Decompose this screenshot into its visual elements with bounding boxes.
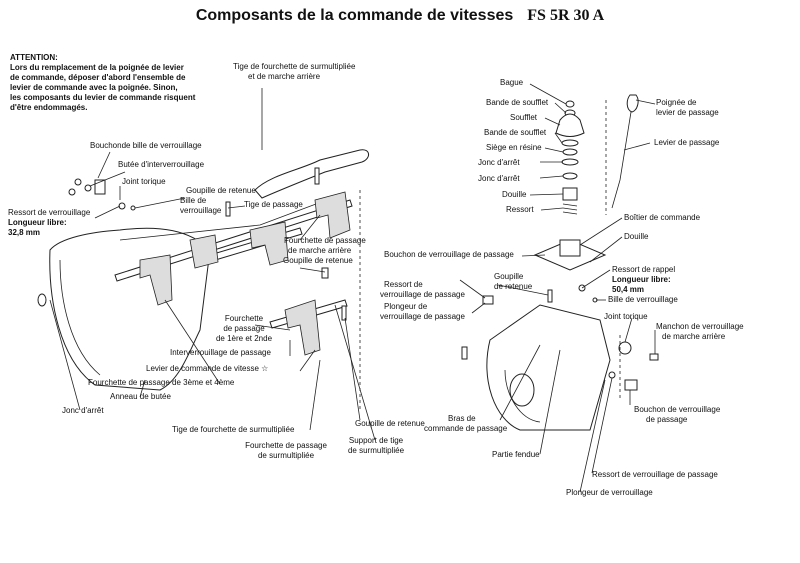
label-bouchon-verrouillage-passage: Bouchon de verrouillage de passage — [384, 250, 514, 259]
label-fourchette-1ere-2: de passage — [223, 324, 265, 333]
label-ressort-verrouillage: Ressort de verrouillage — [8, 208, 91, 217]
label-butee-interverrouillage: Butée d'interverrouillage — [118, 160, 205, 169]
label-ressort: Ressort — [506, 205, 534, 214]
label-tige-fourchette-surmultipliee: Tige de fourchette de surmultipliée — [172, 425, 295, 434]
label-joint-torique-right: Joint torique — [604, 312, 648, 321]
label-goupille-right-2: de retenue — [494, 282, 533, 291]
label-plongeur-2: verrouillage de passage — [380, 312, 465, 321]
label-fourchette-surmultipliee: Fourchette de passage — [245, 441, 327, 450]
right-transmission-case — [461, 284, 659, 431]
attention-note: ATTENTION: Lors du remplacement de la po… — [10, 53, 240, 113]
attention-line: de commande, déposer d'abord l'ensemble … — [10, 73, 186, 82]
label-bouchon-verrouillage-2: de passage — [646, 415, 688, 424]
label-levier-passage: Levier de passage — [654, 138, 720, 147]
label-tige-surmultipliee: Tige de fourchette de surmultipliée — [233, 62, 356, 71]
right-lever-assembly — [533, 94, 639, 271]
label-bande-soufflet-2: Bande de soufflet — [484, 128, 547, 137]
label-fourchette-marche-arriere: Fourchette de passage — [284, 236, 366, 245]
label-bouchon-bille: Bouchonde bille de verrouillage — [90, 141, 202, 150]
label-bille-verrouillage-2: verrouillage — [180, 206, 222, 215]
label-bague: Bague — [500, 78, 524, 87]
label-tige-surmultipliee-2: et de marche arrière — [248, 72, 321, 81]
label-jonc-arret-2: Jonc d'arrêt — [478, 174, 520, 183]
attention-line: Lors du remplacement de la poignée de le… — [10, 63, 184, 72]
label-longueur-libre-right: Longueur libre: — [612, 275, 671, 284]
label-support-tige-2: de surmultipliée — [347, 446, 405, 455]
label-jonc-arret-left: Jonc d'arrêt — [62, 406, 104, 415]
label-bouchon-verrouillage: Bouchon de verrouillage — [634, 405, 721, 414]
label-douille-1: Douille — [502, 190, 527, 199]
label-support-tige: Support de tige — [348, 436, 404, 445]
attention-line: les composants du levier de commande ris… — [10, 93, 196, 102]
label-ressort-rappel: Ressort de rappel — [612, 265, 676, 274]
attention-line: levier de commande avec la poignée. Sino… — [10, 83, 178, 92]
label-goupille-right: Goupille — [494, 272, 524, 281]
label-bille-verrouillage: Bille de — [180, 196, 207, 205]
label-poignee-2: levier de passage — [656, 108, 719, 117]
label-manchon-2: de marche arrière — [662, 332, 726, 341]
label-goupille-retenue-2: Goupille de retenue — [283, 256, 353, 265]
label-jonc-arret-1: Jonc d'arrêt — [478, 158, 520, 167]
label-longueur-libre-left: Longueur libre: — [8, 218, 67, 227]
model-code: FS 5R 30 A — [527, 7, 605, 24]
label-interverrouillage: Interverrouillage de passage — [170, 348, 271, 357]
label-soufflet: Soufflet — [510, 113, 537, 122]
label-boitier-commande: Boîtier de commande — [624, 213, 701, 222]
leader-lines — [49, 83, 656, 493]
title-text: Composants de la commande de vitesses — [195, 7, 514, 24]
label-siege-resine: Siège en résine — [486, 143, 542, 152]
label-plongeur-verrouillage: Plongeur de verrouillage — [566, 488, 653, 497]
left-shift-rails — [68, 149, 369, 410]
label-joint-torique-left: Joint torique — [122, 177, 166, 186]
label-fourchette-marche-arriere-2: de marche arrière — [288, 246, 352, 255]
label-anneau-butee: Anneau de butée — [110, 392, 171, 401]
label-bras-commande: Bras de — [448, 414, 476, 423]
label-fourchette-surmultipliee-2: de surmultipliée — [257, 451, 315, 460]
label-fourchette-3eme: Fourchette de passage de 3ème et 4ème — [88, 378, 235, 387]
label-bande-soufflet-1: Bande de soufflet — [486, 98, 549, 107]
label-levier-commande: Levier de commande de vitesse ☆ — [146, 364, 269, 373]
label-longueur-libre-left-val: 32,8 mm — [8, 228, 41, 237]
label-ressort-verrouillage-passage-2: verrouillage de passage — [380, 290, 465, 299]
label-douille-2: Douille — [624, 232, 649, 241]
label-plongeur: Plongeur de — [384, 302, 428, 311]
label-goupille-retenue-3: Goupille de retenue — [355, 419, 425, 428]
label-bras-commande-2: commande de passage — [424, 424, 508, 433]
page-title: Composants de la commande de vitesses FS … — [0, 7, 800, 25]
label-fourchette-1ere: Fourchette — [224, 314, 264, 323]
label-ressort-verrouillage-passage: Ressort de — [384, 280, 423, 289]
label-tige-passage: Tige de passage — [244, 200, 303, 209]
label-ressort-verrouillage-passage-3: Ressort de verrouillage de passage — [592, 470, 718, 479]
label-goupille-retenue-1: Goupille de retenue — [186, 186, 256, 195]
label-manchon: Manchon de verrouillage — [656, 322, 744, 331]
label-partie-fendue: Partie fendue — [492, 450, 540, 459]
attention-heading: ATTENTION: — [10, 53, 58, 62]
label-bille-verrouillage-right: Bille de verrouillage — [608, 295, 678, 304]
label-poignee: Poignée de — [656, 98, 697, 107]
label-longueur-libre-right-val: 50,4 mm — [612, 285, 645, 294]
attention-line: d'être endommagés. — [10, 103, 88, 112]
label-fourchette-1ere-3: de 1ère et 2nde — [215, 334, 273, 343]
